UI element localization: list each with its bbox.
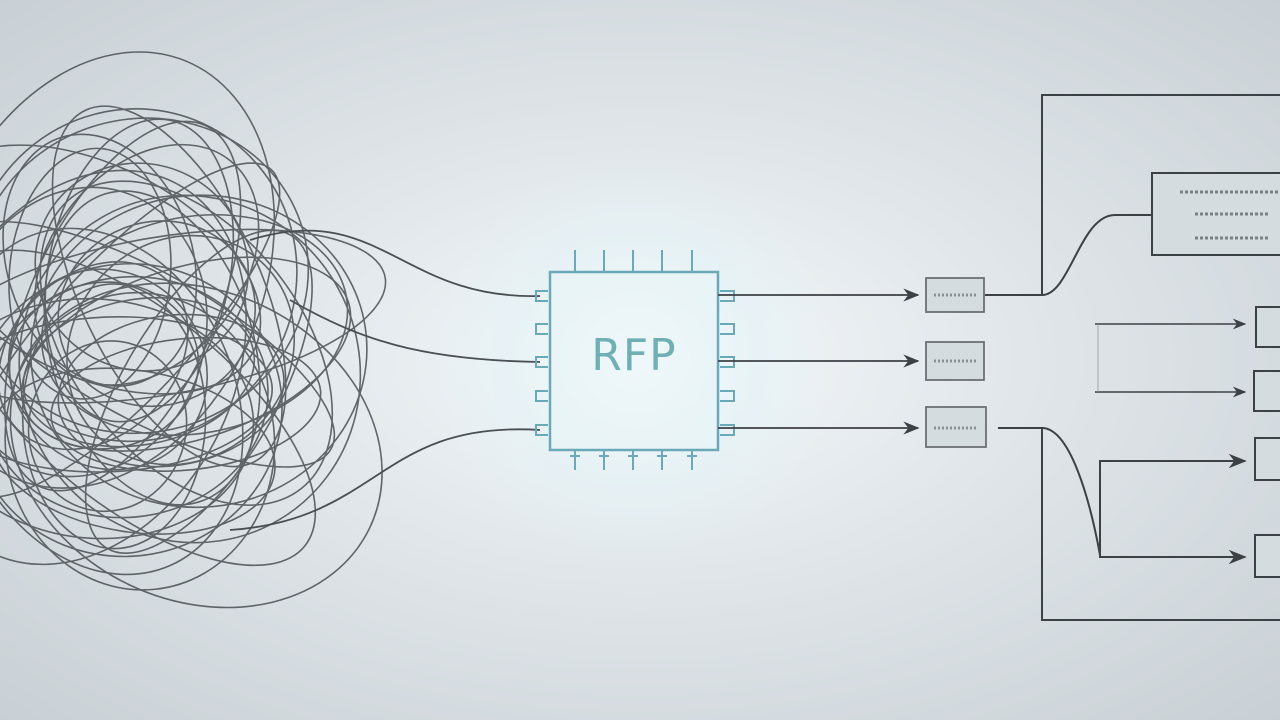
- output-arrows: [718, 288, 920, 435]
- wire-loop: [0, 262, 283, 558]
- chip-pin: [720, 323, 735, 335]
- wire-loop: [18, 194, 362, 544]
- wire-loop: [0, 144, 262, 395]
- wire-loop: [84, 229, 313, 554]
- wire-loop: [0, 249, 317, 567]
- wire-loop: [0, 162, 281, 498]
- chip-pin: [570, 450, 580, 470]
- chip-pin: [720, 390, 735, 402]
- wire-loop: [50, 336, 322, 472]
- chip-pin: [657, 450, 667, 470]
- wire-loop: [2, 133, 198, 387]
- input-wire-2: [289, 299, 541, 363]
- right-network: [985, 94, 1280, 621]
- wire-loop: [39, 180, 334, 506]
- input-wires: [229, 229, 541, 531]
- wire-loop: [0, 108, 298, 443]
- wire-loop: [0, 220, 336, 468]
- wire-loop: [0, 227, 244, 576]
- chip-pin: [599, 450, 609, 470]
- wire-loop: [0, 117, 310, 435]
- wire-loop: [9, 282, 383, 609]
- wire-loop: [7, 268, 208, 471]
- chip-pin: [628, 450, 638, 470]
- chip-pin: [535, 424, 548, 436]
- chip-pin: [720, 290, 735, 302]
- tangled-wires: [0, 51, 387, 609]
- chip-pin: [687, 450, 697, 470]
- wire-loop: [0, 169, 247, 566]
- chip-pin: [535, 323, 548, 335]
- wire-loop: [0, 297, 255, 540]
- chip-pin: [720, 424, 735, 436]
- wire-loop: [51, 105, 287, 468]
- chip-pin: [720, 356, 735, 368]
- wire-loop: [8, 147, 172, 400]
- chip-pin: [535, 390, 548, 402]
- processor-chip: [535, 250, 735, 470]
- wire-loop: [34, 162, 250, 372]
- chip-pin: [535, 290, 548, 302]
- chip-pin: [535, 356, 548, 368]
- wire-loop: [4, 291, 276, 591]
- wire-loop: [8, 281, 200, 450]
- input-wire-3: [229, 428, 541, 531]
- wire-loop: [21, 283, 207, 550]
- chip-label: RFP: [591, 330, 677, 381]
- input-wire-1: [249, 229, 541, 297]
- wire-loop: [40, 213, 349, 437]
